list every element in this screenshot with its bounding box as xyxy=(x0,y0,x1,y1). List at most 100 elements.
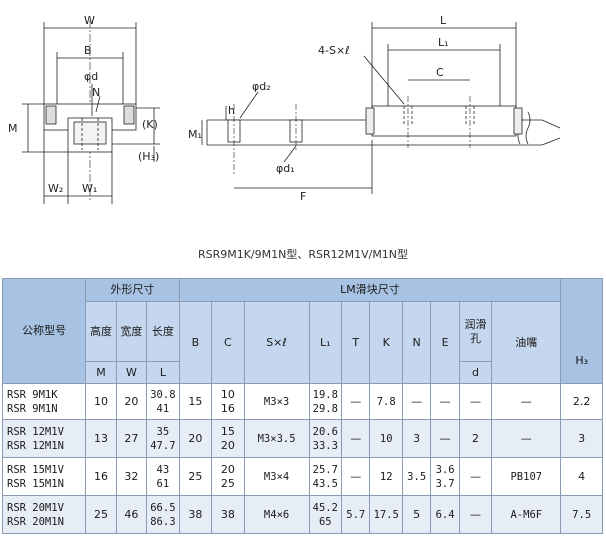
cell-c: 38 xyxy=(211,495,245,534)
cell-s: M3×3.5 xyxy=(243,419,310,458)
header-m: M xyxy=(85,361,117,384)
header-s: S×ℓ xyxy=(243,301,310,384)
dim-m-label: M xyxy=(8,122,18,135)
dim-h-label: h xyxy=(228,104,235,117)
dim-f-label: F xyxy=(300,190,306,203)
table-row: RSR 15M1V RSR 15M1N 16 32 43 61 25 20 25… xyxy=(1,457,603,496)
header-length: 长度 xyxy=(146,301,180,362)
cell-b: 38 xyxy=(178,495,213,534)
header-l: L xyxy=(146,361,180,384)
figure-caption: RSR9M1K/9M1N型、RSR12M1V/M1N型 xyxy=(197,248,409,261)
header-b: B xyxy=(178,301,213,384)
cell-l1: 45.2 65 xyxy=(308,495,343,534)
header-block-dims: LM滑块尺寸 xyxy=(178,278,562,302)
cell-w: 20 xyxy=(115,383,148,420)
cell-d: — xyxy=(458,495,493,534)
dim-phi-d2-label: φd₂ xyxy=(252,80,271,93)
cell-s: M3×4 xyxy=(243,457,310,496)
cell-nipple: — xyxy=(491,419,562,458)
cell-k: 17.5 xyxy=(369,495,403,534)
cell-t: — xyxy=(341,383,371,420)
header-height: 高度 xyxy=(85,301,117,362)
dim-k-label: (K) xyxy=(142,118,158,131)
dim-phi-d-label: φd xyxy=(84,70,98,83)
cell-m: 16 xyxy=(85,457,117,496)
header-c: C xyxy=(211,301,245,384)
cell-l: 43 61 xyxy=(146,457,180,496)
cell-k: 12 xyxy=(369,457,403,496)
cell-h3: 4 xyxy=(560,457,603,496)
cell-e: — xyxy=(430,383,460,420)
cell-d: — xyxy=(458,457,493,496)
technical-drawing: W B φd N M (K) (H₃) W₂ W₁ h φd₂ M₁ φd₁ F… xyxy=(8,14,561,204)
cell-s: M3×3 xyxy=(243,383,310,420)
dim-w-label: W xyxy=(84,14,95,27)
cell-nipple: — xyxy=(491,383,562,420)
header-l1: L₁ xyxy=(308,301,343,384)
dim-c-label: C xyxy=(436,66,444,79)
cell-model: RSR 9M1K RSR 9M1N xyxy=(1,383,87,420)
table-row: RSR 12M1V RSR 12M1N 13 27 35 47.7 20 15 … xyxy=(1,419,603,458)
dim-s-label: 4-S×ℓ xyxy=(318,44,350,57)
cross-section-view xyxy=(22,20,160,204)
cell-model: RSR 15M1V RSR 15M1N xyxy=(1,457,87,496)
header-n: N xyxy=(401,301,432,384)
side-view xyxy=(201,22,561,194)
header-k: K xyxy=(369,301,403,384)
dim-w1-label: W₁ xyxy=(82,182,97,195)
cell-b: 20 xyxy=(178,419,213,458)
cell-b: 15 xyxy=(178,383,213,420)
header-nipple: 油嘴 xyxy=(491,301,562,384)
cell-m: 10 xyxy=(85,383,117,420)
cell-l: 35 47.7 xyxy=(146,419,180,458)
header-width: 宽度 xyxy=(115,301,148,362)
cell-t: — xyxy=(341,419,371,458)
cell-model: RSR 12M1V RSR 12M1N xyxy=(1,419,87,458)
cell-n: 5 xyxy=(401,495,432,534)
table-row: RSR 20M1V RSR 20M1N 25 46 66.5 86.3 38 3… xyxy=(1,495,603,534)
cell-nipple: PB107 xyxy=(491,457,562,496)
cell-model: RSR 20M1V RSR 20M1N xyxy=(1,495,87,534)
cell-e: 6.4 xyxy=(430,495,460,534)
header-h3: H₃ xyxy=(575,354,588,367)
dim-m1-label: M₁ xyxy=(188,128,202,141)
header-t: T xyxy=(341,301,371,384)
cell-l1: 19.8 29.8 xyxy=(308,383,343,420)
dim-n-label: N xyxy=(92,86,100,99)
cell-w: 46 xyxy=(115,495,148,534)
header-w: W xyxy=(115,361,148,384)
cell-w: 32 xyxy=(115,457,148,496)
cell-m: 13 xyxy=(85,419,117,458)
cell-nipple: A-M6F xyxy=(491,495,562,534)
cell-s: M4×6 xyxy=(243,495,310,534)
cell-d: — xyxy=(458,383,493,420)
cell-l1: 20.6 33.3 xyxy=(308,419,343,458)
cell-m: 25 xyxy=(85,495,117,534)
table-row: RSR 9M1K RSR 9M1N 10 20 30.8 41 15 10 16… xyxy=(1,383,603,420)
cell-c: 20 25 xyxy=(211,457,245,496)
cell-w: 27 xyxy=(115,419,148,458)
cell-n: — xyxy=(401,383,432,420)
cell-e: 3.6 3.7 xyxy=(430,457,460,496)
dim-h3-label: (H₃) xyxy=(138,150,159,163)
cell-b: 25 xyxy=(178,457,213,496)
cell-n: 3 xyxy=(401,419,432,458)
cell-h3: 3 xyxy=(560,419,603,458)
dim-phi-d1-label: φd₁ xyxy=(276,162,295,175)
header-outer-dims: 外形尺寸 xyxy=(85,278,180,302)
cell-l1: 25.7 43.5 xyxy=(308,457,343,496)
cell-l: 30.8 41 xyxy=(146,383,180,420)
dim-l-label: L xyxy=(440,14,447,27)
cell-n: 3.5 xyxy=(401,457,432,496)
header-model: 公称型号 xyxy=(1,278,87,384)
header-lube-hole: 润滑孔 xyxy=(458,301,493,362)
spec-table: 公称型号 外形尺寸 LM滑块尺寸 H₃ 高度 宽度 长度 B C S×ℓ L₁ … xyxy=(1,278,603,534)
cell-c: 15 20 xyxy=(211,419,245,458)
cell-c: 10 16 xyxy=(211,383,245,420)
cell-k: 7.8 xyxy=(369,383,403,420)
cell-t: — xyxy=(341,457,371,496)
cell-h3: 7.5 xyxy=(560,495,603,534)
header-d: d xyxy=(458,361,493,384)
cell-e: — xyxy=(430,419,460,458)
cell-k: 10 xyxy=(369,419,403,458)
